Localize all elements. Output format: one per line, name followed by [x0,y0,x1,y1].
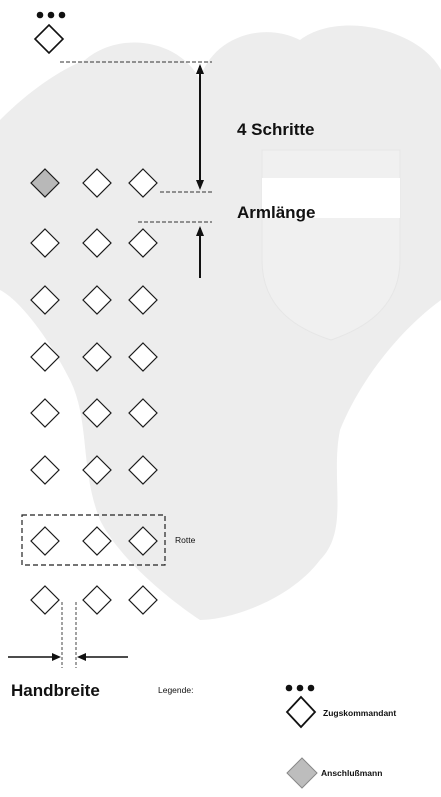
legend-shaded-label: Anschlußmann [321,768,382,778]
commander-dot [48,12,55,19]
commander-dot [59,12,66,19]
squad-label: Rotte [175,535,195,545]
hand-width-dimension [8,602,128,668]
legend-shaded-symbol [287,758,317,788]
hand-width-label: Handbreite [11,681,100,701]
formation-diamond [129,586,157,614]
formation-diamond [31,399,59,427]
commander-symbol [35,12,65,53]
formation-diamond [83,586,111,614]
legend-commander-symbol [286,685,315,727]
legend-title: Legende: [158,685,193,695]
eagle-watermark [0,26,441,620]
formation-diamond [31,456,59,484]
legend-commander-label: Zugskommandant [323,708,396,718]
arm-length-label: Armlänge [237,203,315,223]
shield-watermark [262,150,400,340]
formation-diamond [31,586,59,614]
commander-dot [37,12,44,19]
formation-diamond [31,527,59,555]
step-distance-label: 4 Schritte [237,120,314,140]
